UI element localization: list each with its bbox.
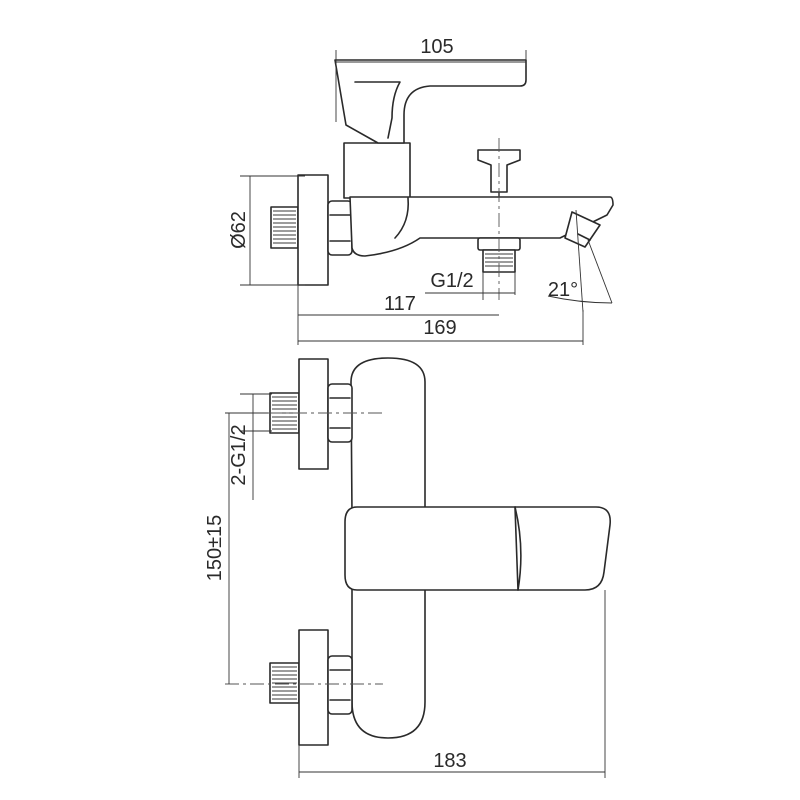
front-body-tube-lower [351,587,426,739]
dim-2g12: 2-G1/2 [228,393,272,500]
side-aerator [564,211,601,248]
side-connector-threads [273,210,296,244]
side-handle-stem [343,142,411,199]
front-upper-flange [298,358,329,470]
side-spout-body [349,196,614,257]
dim-183-label: 183 [433,750,466,772]
dim-2g12-label: 2-G1/2 [228,424,250,485]
front-lower-nut [327,655,353,715]
side-wall-flange [297,174,329,286]
front-lower-flange [298,629,329,746]
front-body-tube [350,357,426,516]
side-view: 105 Ø62 G1/2 117 21° [228,36,614,345]
dim-183: 183 [298,590,606,778]
dim-117-label: 117 [384,293,416,315]
dim-angle-21: 21° [548,209,613,313]
dim-105-label: 105 [420,36,453,58]
dim-g12-label: G1/2 [430,270,473,292]
dim-150: 150±15 [204,412,268,684]
side-lever-handle [334,59,527,144]
dim-169-label: 169 [423,317,456,339]
dim-105: 105 [335,36,527,122]
dim-169: 169 [298,310,584,345]
front-handle-block [344,506,612,591]
dim-117: 117 [297,285,499,345]
dim-angle-21-label: 21° [548,279,578,301]
dim-g12: G1/2 [425,270,516,300]
front-view: 2-G1/2 150±15 183 [204,357,612,778]
dim-150-label: 150±15 [204,515,226,582]
dim-dia-62: Ø62 [228,175,305,286]
side-hex-nut [327,200,353,256]
dim-dia-62-label: Ø62 [228,211,250,249]
